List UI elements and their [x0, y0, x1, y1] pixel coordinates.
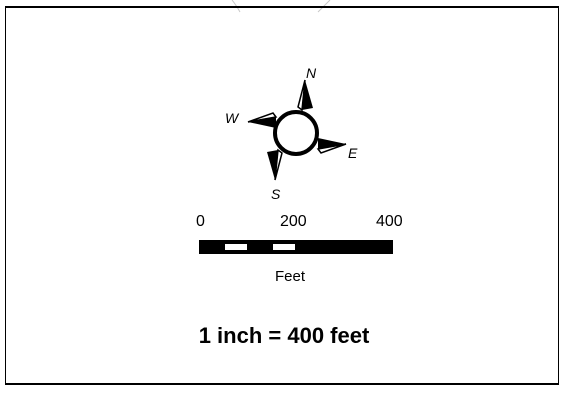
compass-arm-east: [316, 138, 347, 154]
compass-label-east: E: [348, 145, 358, 161]
compass-label-west: W: [225, 110, 240, 126]
compass-label-north: N: [306, 65, 317, 81]
compass-arm-west: [247, 112, 278, 128]
compass-center-ring: [273, 110, 319, 156]
scale-tick-200: 200: [280, 213, 307, 230]
scale-bar: [199, 240, 393, 254]
scale-tick-0: 0: [196, 213, 205, 230]
scale-unit-label: Feet: [275, 268, 306, 285]
compass-arm-north: [297, 79, 313, 112]
compass-label-south: S: [271, 186, 281, 202]
compass-arm-south: [267, 148, 283, 181]
scale-tick-400: 400: [376, 213, 403, 230]
scale-ratio-label: 1 inch = 400 feet: [198, 323, 370, 348]
north-arrow-icon: N E S W: [225, 65, 358, 202]
legend-panel: [5, 6, 559, 385]
